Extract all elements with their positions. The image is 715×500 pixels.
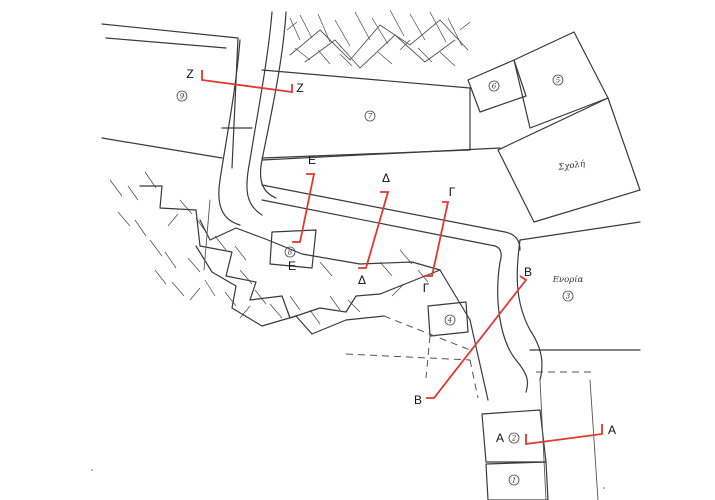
section-label-e-end: E xyxy=(288,259,296,273)
boundary-lines xyxy=(101,11,641,500)
parcel-9-marker[interactable]: 9 xyxy=(176,90,188,102)
parcel-numbers: 9 7 6 5 8 4 3 2 xyxy=(176,74,574,486)
hatched-slope-west xyxy=(109,171,429,325)
speck xyxy=(603,487,605,489)
parcel-7-marker[interactable]: 7 xyxy=(364,110,376,122)
speck xyxy=(91,469,93,471)
parcel-4-number: 4 xyxy=(447,317,452,325)
parcel-9-number: 9 xyxy=(180,93,185,101)
parcel-5-number: 5 xyxy=(556,77,561,85)
section-label-gamma-end: Γ xyxy=(423,281,430,295)
parcel-2-number: 2 xyxy=(511,435,517,443)
section-line-e[interactable] xyxy=(292,173,316,243)
parcel-1-marker[interactable]: 1 xyxy=(508,474,520,486)
section-label-b-end: B xyxy=(414,393,422,407)
parcel-4-marker[interactable]: 4 xyxy=(444,314,456,326)
section-label-a-end: A xyxy=(608,423,616,437)
section-line-gamma[interactable] xyxy=(424,201,450,277)
hatched-slope-north xyxy=(286,9,471,69)
section-line-z[interactable] xyxy=(201,70,293,94)
parcel-7-number: 7 xyxy=(368,113,373,121)
section-label-a-start: A xyxy=(496,431,504,445)
place-name-schole: Σχολή xyxy=(557,158,587,173)
parcel-3-number: 3 xyxy=(566,293,571,301)
section-label-b-start: B xyxy=(524,265,532,279)
section-label-z-end: Z xyxy=(296,81,303,95)
section-labels: Z Z E E Δ Δ Γ Γ B B A A xyxy=(186,67,616,445)
section-line-delta[interactable] xyxy=(358,191,390,269)
parcel-6-marker[interactable]: 6 xyxy=(488,80,500,92)
parcel-8-marker[interactable]: 8 xyxy=(284,246,296,258)
section-label-z-start: Z xyxy=(186,67,193,81)
place-name-enoria: Ενορία xyxy=(552,274,584,285)
section-label-delta-start: Δ xyxy=(382,171,390,185)
section-label-e-start: E xyxy=(308,153,316,167)
section-lines xyxy=(201,70,603,446)
section-line-a[interactable] xyxy=(525,424,603,446)
parcel-6-number: 6 xyxy=(492,83,497,91)
parcel-2-marker[interactable]: 2 xyxy=(508,432,520,444)
parcel-1-number: 1 xyxy=(512,477,516,485)
section-label-delta-end: Δ xyxy=(358,273,366,287)
section-line-b[interactable] xyxy=(426,275,528,399)
parcel-5-marker[interactable]: 5 xyxy=(552,74,564,86)
parcel-3-marker[interactable]: 3 xyxy=(562,290,574,302)
section-label-gamma-start: Γ xyxy=(449,185,456,199)
parcel-8-number: 8 xyxy=(288,249,293,257)
